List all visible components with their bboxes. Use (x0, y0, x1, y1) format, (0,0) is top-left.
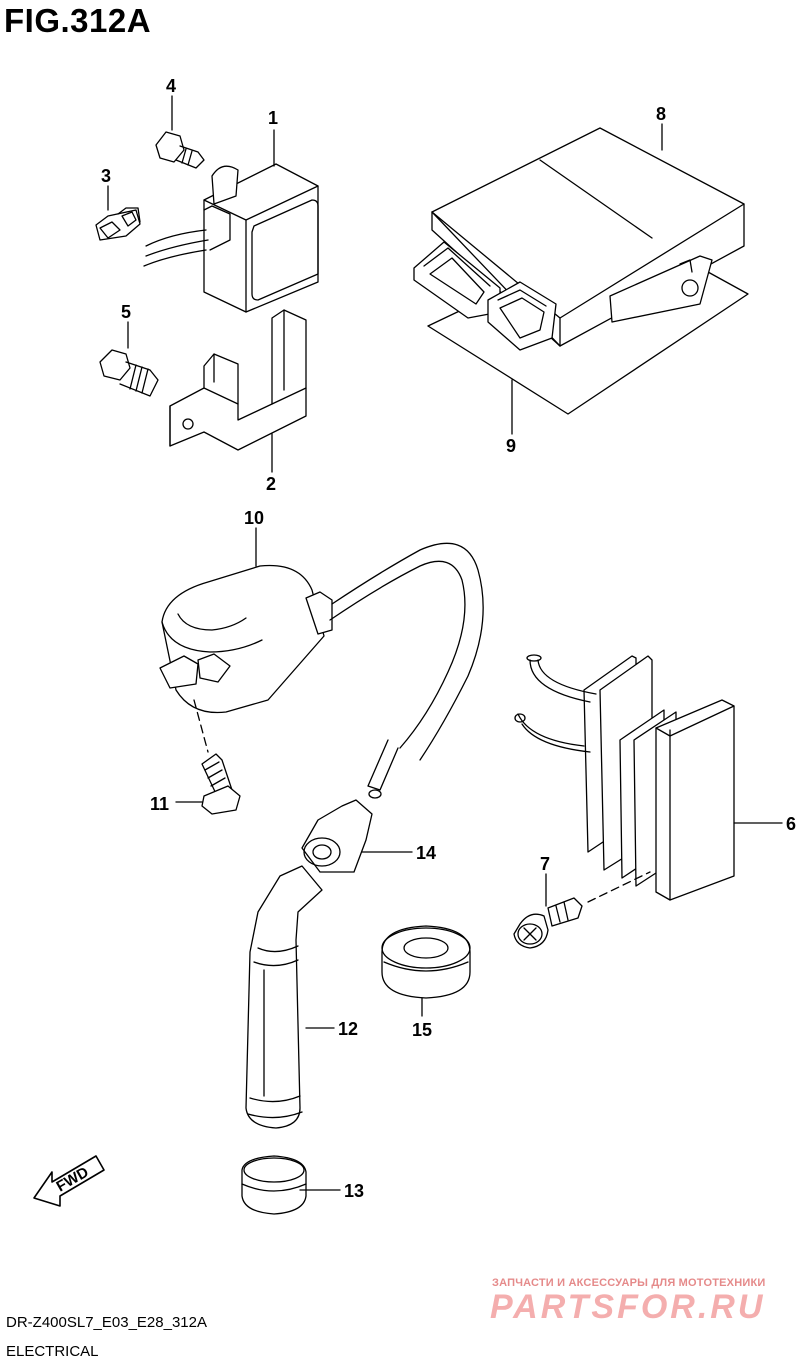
leader-dashed-7 (587, 871, 651, 903)
part-8-ecm[interactable] (413, 127, 745, 351)
callout-4: 4 (166, 76, 176, 96)
callout-11: 11 (150, 794, 169, 814)
figure-title: FIG.312A (4, 2, 152, 39)
part-12-ht-lead[interactable] (245, 865, 323, 1129)
part-2-bracket[interactable] (169, 309, 307, 451)
part-7-screw[interactable] (513, 897, 583, 949)
part-4-bolt[interactable] (155, 131, 205, 169)
footer-model-code: DR-Z400SL7_E03_E28_312A (6, 1314, 207, 1331)
watermark-logo: PARTSFOR.RU (490, 1288, 766, 1326)
callout-2: 2 (266, 474, 276, 494)
callout-6: 6 (786, 814, 796, 834)
callout-8: 8 (656, 104, 666, 124)
part-6-regulator[interactable] (514, 654, 735, 901)
part-5-bolt[interactable] (99, 349, 159, 397)
callout-1: 1 (268, 108, 278, 128)
leader-lines (107, 95, 783, 1191)
callout-14: 14 (416, 843, 436, 863)
part-1-relay[interactable] (143, 163, 319, 313)
part-3-connector[interactable] (95, 207, 141, 241)
part-14-plug-cap[interactable] (301, 799, 373, 873)
callout-5: 5 (121, 302, 131, 322)
leader-dashed-11 (193, 699, 209, 753)
callout-12: 12 (338, 1019, 358, 1039)
callout-9: 9 (506, 436, 516, 456)
part-10-ignition-coil[interactable] (159, 542, 484, 799)
part-15-grommet[interactable] (381, 925, 471, 999)
part-11-bolt[interactable] (201, 753, 241, 815)
callout-15: 15 (412, 1020, 432, 1040)
watermark-tagline: ЗАПЧАСТИ И АКСЕССУАРЫ ДЛЯ МОТОТЕХНИКИ (492, 1277, 766, 1289)
callout-10: 10 (244, 508, 264, 528)
part-13-cap[interactable] (241, 1155, 307, 1215)
callout-13: 13 (344, 1181, 364, 1201)
footer-section-name: ELECTRICAL (6, 1343, 99, 1360)
callout-3: 3 (101, 166, 111, 186)
fwd-arrow-icon (33, 1155, 105, 1207)
callout-7: 7 (540, 854, 550, 874)
